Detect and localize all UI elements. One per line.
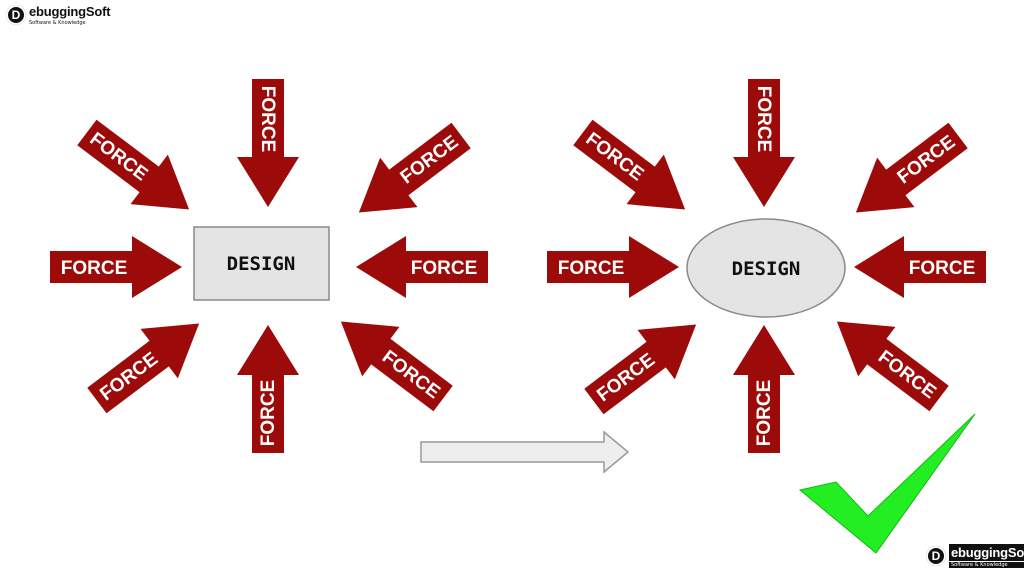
logo-tagline: Software & Knowledge [949,562,1024,568]
force-arrow-left: FORCE [50,236,182,298]
force-label: FORCE [258,380,279,447]
design-ellipse [686,218,846,318]
force-label: FORCE [753,86,774,153]
force-arrow-top: FORCE [237,79,299,207]
check-mark-icon [798,413,976,554]
force-arrow-bottom-right: FORCE [836,321,949,412]
force-arrow-bottom-left: FORCE [584,324,697,415]
force-label: FORCE [909,258,976,279]
design-rectangle-label: DESIGN [227,253,296,275]
force-label: FORCE [558,258,625,279]
debuggingsoft-logo: D ebuggingSoft Software & Knowledge [6,4,111,26]
force-arrow-top-right: FORCE [855,122,968,213]
force-arrow-right: FORCE [356,236,488,298]
gear-logo-icon: D [926,546,946,566]
force-arrow-top-right: FORCE [358,122,471,213]
debuggingsoft-logo-corner: D ebuggingSoft Software & Knowledge [926,544,1024,568]
force-label: FORCE [61,258,128,279]
force-label: FORCE [411,258,478,279]
logo-name: ebuggingSoft [29,4,111,19]
force-arrow-right: FORCE [854,236,986,298]
logo-tagline: Software & Knowledge [29,20,86,26]
force-arrow-top-left: FORCE [77,119,190,210]
left-force-cluster: FORCE FORCE FORCE FORCE FORCE FORCE [50,79,488,453]
logo-name: ebuggingSoft [949,544,1024,561]
force-label: FORCE [257,86,278,153]
force-arrow-left: FORCE [547,236,679,298]
right-force-cluster: FORCE FORCE FORCE FORCE FORCE FORCE FORC… [547,79,986,453]
force-arrow-bottom: FORCE [733,325,795,453]
force-arrow-bottom: FORCE [237,325,299,453]
force-arrow-bottom-left: FORCE [87,323,200,414]
design-rectangle [193,226,330,301]
design-ellipse-label: DESIGN [732,258,801,280]
force-arrow-top: FORCE [733,79,795,207]
right-arrow-icon [420,430,630,474]
force-arrow-top-left: FORCE [573,119,686,210]
gear-logo-icon: D [6,5,26,25]
force-label: FORCE [754,380,775,447]
force-arrow-bottom-right: FORCE [340,321,453,412]
